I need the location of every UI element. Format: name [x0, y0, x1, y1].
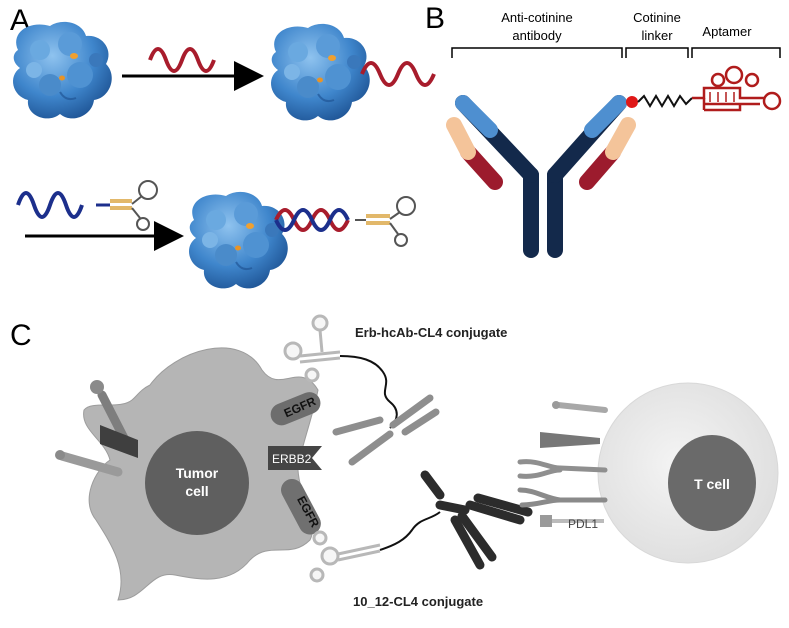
aptamer-label: Aptamer	[702, 24, 752, 39]
linker-zigzag	[637, 94, 693, 108]
antibody-label-line2: antibody	[512, 28, 562, 43]
protein-rna-complex-icon	[270, 22, 371, 122]
aptamer-icon	[692, 65, 782, 112]
panel-b-letter: B	[425, 2, 445, 35]
tumor-nucleus	[145, 431, 249, 535]
pdl1-label: PDL1	[568, 517, 598, 531]
tcell-receptor-1	[552, 401, 608, 413]
bracket-antibody	[451, 47, 623, 58]
hairpin-aptamer-icon	[96, 180, 158, 231]
dna-strand-icon	[16, 191, 84, 219]
antibody-icon	[446, 95, 636, 258]
bracket-linker	[625, 47, 689, 58]
rna-strand-icon	[148, 47, 216, 73]
tcell-receptor-3	[517, 459, 608, 479]
t-cell-label: T cell	[694, 476, 730, 492]
erbb2-label: ERBB2	[272, 452, 312, 466]
pdl1-receptor	[540, 515, 552, 527]
tumor-cell-label-line2: cell	[185, 483, 208, 499]
panel-c-letter: C	[10, 319, 32, 352]
tumor-receptor-dark	[100, 425, 138, 458]
erb-conjugate-aptamer-icon	[283, 314, 341, 383]
conjugate-10-12-linker-wire	[379, 511, 441, 551]
bound-rna-strand-icon	[360, 61, 436, 87]
rna-dna-duplex-icon	[274, 196, 416, 247]
t-cell-nucleus	[668, 435, 756, 531]
conjugate-10-12-antibody-icon	[420, 470, 533, 570]
egfr-receptor-bottom	[281, 478, 321, 535]
protein-structure-icon	[12, 20, 113, 120]
linker-label-line2: linker	[641, 28, 673, 43]
tumor-receptor-left	[55, 450, 123, 477]
cotinine-icon	[626, 96, 638, 108]
tumor-receptor-small	[90, 380, 130, 445]
erb-conjugate-label: Erb-hcAb-CL4 conjugate	[355, 325, 507, 340]
erb-linker-wire	[339, 355, 398, 429]
protein-duplex-complex-icon	[188, 190, 289, 290]
erbb2-receptor	[268, 446, 322, 470]
bracket-aptamer	[691, 47, 781, 58]
conjugate-10-12-label: 10_12-CL4 conjugate	[353, 594, 483, 609]
tcell-receptor-4	[517, 487, 608, 508]
linker-label-line1: Cotinine	[633, 10, 681, 25]
antibody-label-line1: Anti-cotinine	[501, 10, 573, 25]
erb-antibody-icon	[332, 394, 440, 466]
tumor-cell-label-line1: Tumor	[176, 465, 219, 481]
conjugate-10-12-aptamer-icon	[309, 530, 381, 583]
tcell-receptor-2	[540, 432, 600, 448]
egfr-receptor-top	[270, 392, 321, 426]
